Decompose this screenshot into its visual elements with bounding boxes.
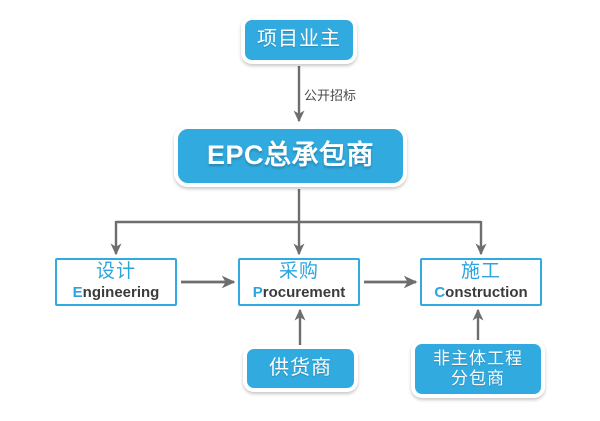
node-subcontractor[interactable]: 非主体工程 分包商 [411,340,545,398]
node-procurement-en-rest: rocurement [262,283,346,301]
node-construction-label-cn: 施工 [460,261,501,283]
node-supplier[interactable]: 供货商 [243,345,358,392]
node-engineering-label-cn: 设计 [95,261,136,283]
node-subcontractor-label: 非主体工程 分包商 [433,349,523,389]
node-procurement-initial: P [252,283,263,301]
node-subcontractor-line2: 分包商 [451,369,505,388]
node-construction-en-rest: onstruction [445,283,528,301]
node-engineering-initial: E [72,283,83,301]
node-project-owner-label: 项目业主 [257,28,341,51]
node-construction[interactable]: 施工 Construction [420,258,542,306]
node-construction-initial: C [434,283,446,301]
node-project-owner[interactable]: 项目业主 [241,16,357,64]
edge-label-public-tender: 公开招标 [304,88,357,103]
node-procurement-label-en: Procurement [253,284,346,302]
node-engineering[interactable]: 设计 Engineering [55,258,177,306]
node-supplier-label: 供货商 [269,356,332,379]
node-engineering-label-en: Engineering [73,284,160,302]
node-construction-label-en: Construction [434,284,527,302]
node-epc-general-contractor[interactable]: EPC总承包商 [174,125,407,187]
node-procurement[interactable]: 采购 Procurement [238,258,360,306]
node-procurement-label-cn: 采购 [278,261,319,283]
node-subcontractor-line1: 非主体工程 [433,348,523,368]
node-epc-general-contractor-label: EPC总承包商 [206,140,375,171]
edge-epc-to-trunk [116,189,481,224]
node-engineering-en-rest: ngineering [82,283,160,301]
